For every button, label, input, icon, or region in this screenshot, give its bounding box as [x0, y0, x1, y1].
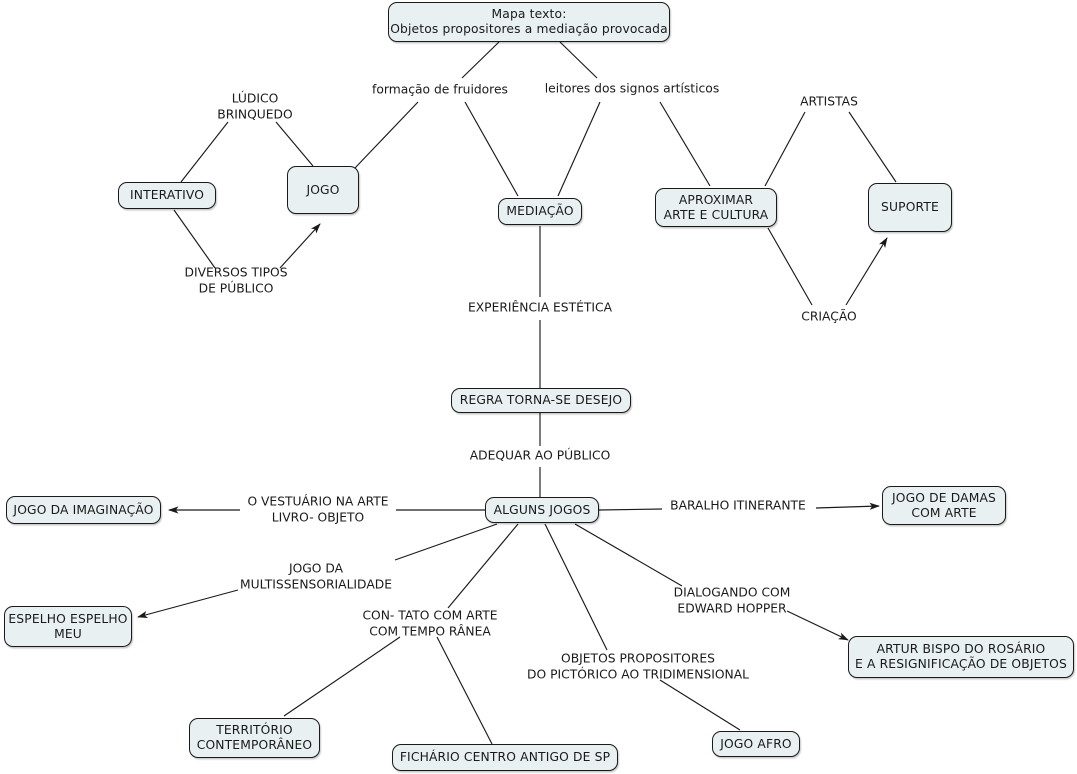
node-label: FICHÁRIO CENTRO ANTIGO DE SP — [399, 750, 611, 764]
node-label: APROXIMAR ARTE E CULTURA — [663, 192, 769, 222]
node-alguns[interactable]: ALGUNS JOGOS — [485, 497, 599, 523]
edge-artistas-suporte — [848, 111, 897, 183]
edge-leitores-aproximar — [659, 101, 711, 187]
edge-aproximar-criacao — [767, 227, 813, 306]
node-label: MEDIAÇÃO — [506, 204, 574, 218]
node-afro[interactable]: JOGO AFRO — [712, 731, 800, 757]
edge-label-baralho: BARALHO ITINERANTE — [670, 498, 806, 513]
node-label: INTERATIVO — [129, 188, 205, 202]
edge-ludico-interativo — [180, 121, 229, 183]
edge-contato-territorio — [283, 636, 401, 717]
edge-baralho-damas — [815, 502, 880, 510]
node-root[interactable]: Mapa texto: Objetos propositores a media… — [388, 2, 670, 42]
edge-interativo-diversos — [173, 209, 216, 269]
edge-label-criacao: CRIAÇÃO — [801, 309, 857, 324]
node-label: ARTUR BISPO DO ROSÁRIO E A RESIGNIFICAÇÃ… — [855, 642, 1067, 671]
edge-leitores-mediacao — [557, 101, 601, 197]
node-artur[interactable]: ARTUR BISPO DO ROSÁRIO E A RESIGNIFICAÇÃ… — [848, 636, 1074, 678]
edge-ludico-jogo — [275, 121, 314, 167]
node-mediacao[interactable]: MEDIAÇÃO — [498, 198, 582, 225]
edge-alguns-propositores — [544, 523, 608, 651]
edge-hopper-artur — [786, 610, 849, 641]
edge-artistas-aproximar — [764, 111, 806, 187]
edge-root-leitores — [559, 41, 598, 79]
node-damas[interactable]: JOGO DE DAMAS COM ARTE — [882, 486, 1006, 525]
edge-multissens-espelho — [137, 589, 239, 618]
node-label: SUPORTE — [881, 200, 939, 214]
edge-label-leitores: leitores dos signos artísticos — [544, 81, 720, 96]
edge-label-hopper: DIALOGANDO COM EDWARD HOPPER — [673, 585, 791, 616]
edge-alguns-baralho — [598, 508, 663, 511]
edge-label-multissens: JOGO DA MULTISSENSORIALIDADE — [240, 561, 392, 592]
edge-label-diversos: DIVERSOS TIPOS DE PÚBLICO — [184, 265, 288, 296]
edge-formacao-jogo — [354, 101, 419, 169]
node-label: JOGO DA IMAGINAÇÃO — [13, 502, 154, 517]
edge-criacao-suporte — [845, 237, 888, 306]
node-espelho[interactable]: ESPELHO ESPELHO MEU — [4, 606, 132, 647]
edge-group — [137, 41, 897, 745]
node-imaginacao[interactable]: JOGO DA IMAGINAÇÃO — [6, 496, 161, 524]
edge-label-propositores: OBJETOS PROPOSITORES DO PICTÓRICO AO TRI… — [527, 651, 749, 682]
edge-contato-fichario — [436, 636, 493, 745]
node-label: ESPELHO ESPELHO MEU — [8, 611, 128, 641]
node-label: JOGO DE DAMAS COM ARTE — [891, 490, 996, 520]
node-label: JOGO AFRO — [720, 736, 792, 751]
edge-alguns-multissens — [394, 523, 498, 561]
edge-label-adequar: ADEQUAR AO PÚBLICO — [469, 448, 611, 463]
node-interativo[interactable]: INTERATIVO — [118, 182, 216, 209]
edge-propositores-afro — [659, 679, 741, 731]
edge-label-vestuario: O VESTUÁRIO NA ARTE LIVRO- OBJETO — [247, 494, 389, 525]
edge-diversos-jogo — [279, 223, 321, 269]
node-jogo[interactable]: JOGO — [287, 166, 359, 219]
node-territorio[interactable]: TERRITÓRIO CONTEMPORÂNEO — [189, 718, 320, 758]
node-regra[interactable]: REGRA TORNA-SE DESEJO — [451, 388, 631, 413]
node-aproximar[interactable]: APROXIMAR ARTE E CULTURA — [655, 188, 777, 227]
edge-label-ludico: LÚDICO BRINQUEDO — [217, 91, 293, 122]
node-suporte[interactable]: SUPORTE — [868, 183, 952, 232]
edge-formacao-mediacao — [464, 101, 519, 197]
edge-alguns-contato — [447, 523, 519, 609]
edge-alguns-hopper — [574, 523, 683, 587]
node-fichario[interactable]: FICHÁRIO CENTRO ANTIGO DE SP — [392, 744, 618, 771]
node-label: Mapa texto: Objetos propositores a media… — [390, 7, 668, 36]
edge-label-artistas: ARTISTAS — [800, 94, 858, 109]
edge-label-experiencia: EXPERIÊNCIA ESTÉTICA — [467, 300, 613, 315]
node-label: REGRA TORNA-SE DESEJO — [459, 393, 623, 407]
node-label: TERRITÓRIO CONTEMPORÂNEO — [196, 723, 313, 752]
edge-label-formacao: formação de fruidores — [372, 82, 508, 97]
node-label: JOGO — [306, 182, 340, 197]
edge-root-formacao — [461, 41, 500, 79]
node-label: ALGUNS JOGOS — [493, 502, 591, 517]
edge-label-contato: CON- TATO COM ARTE COM TEMPO RÂNEA — [362, 608, 498, 639]
